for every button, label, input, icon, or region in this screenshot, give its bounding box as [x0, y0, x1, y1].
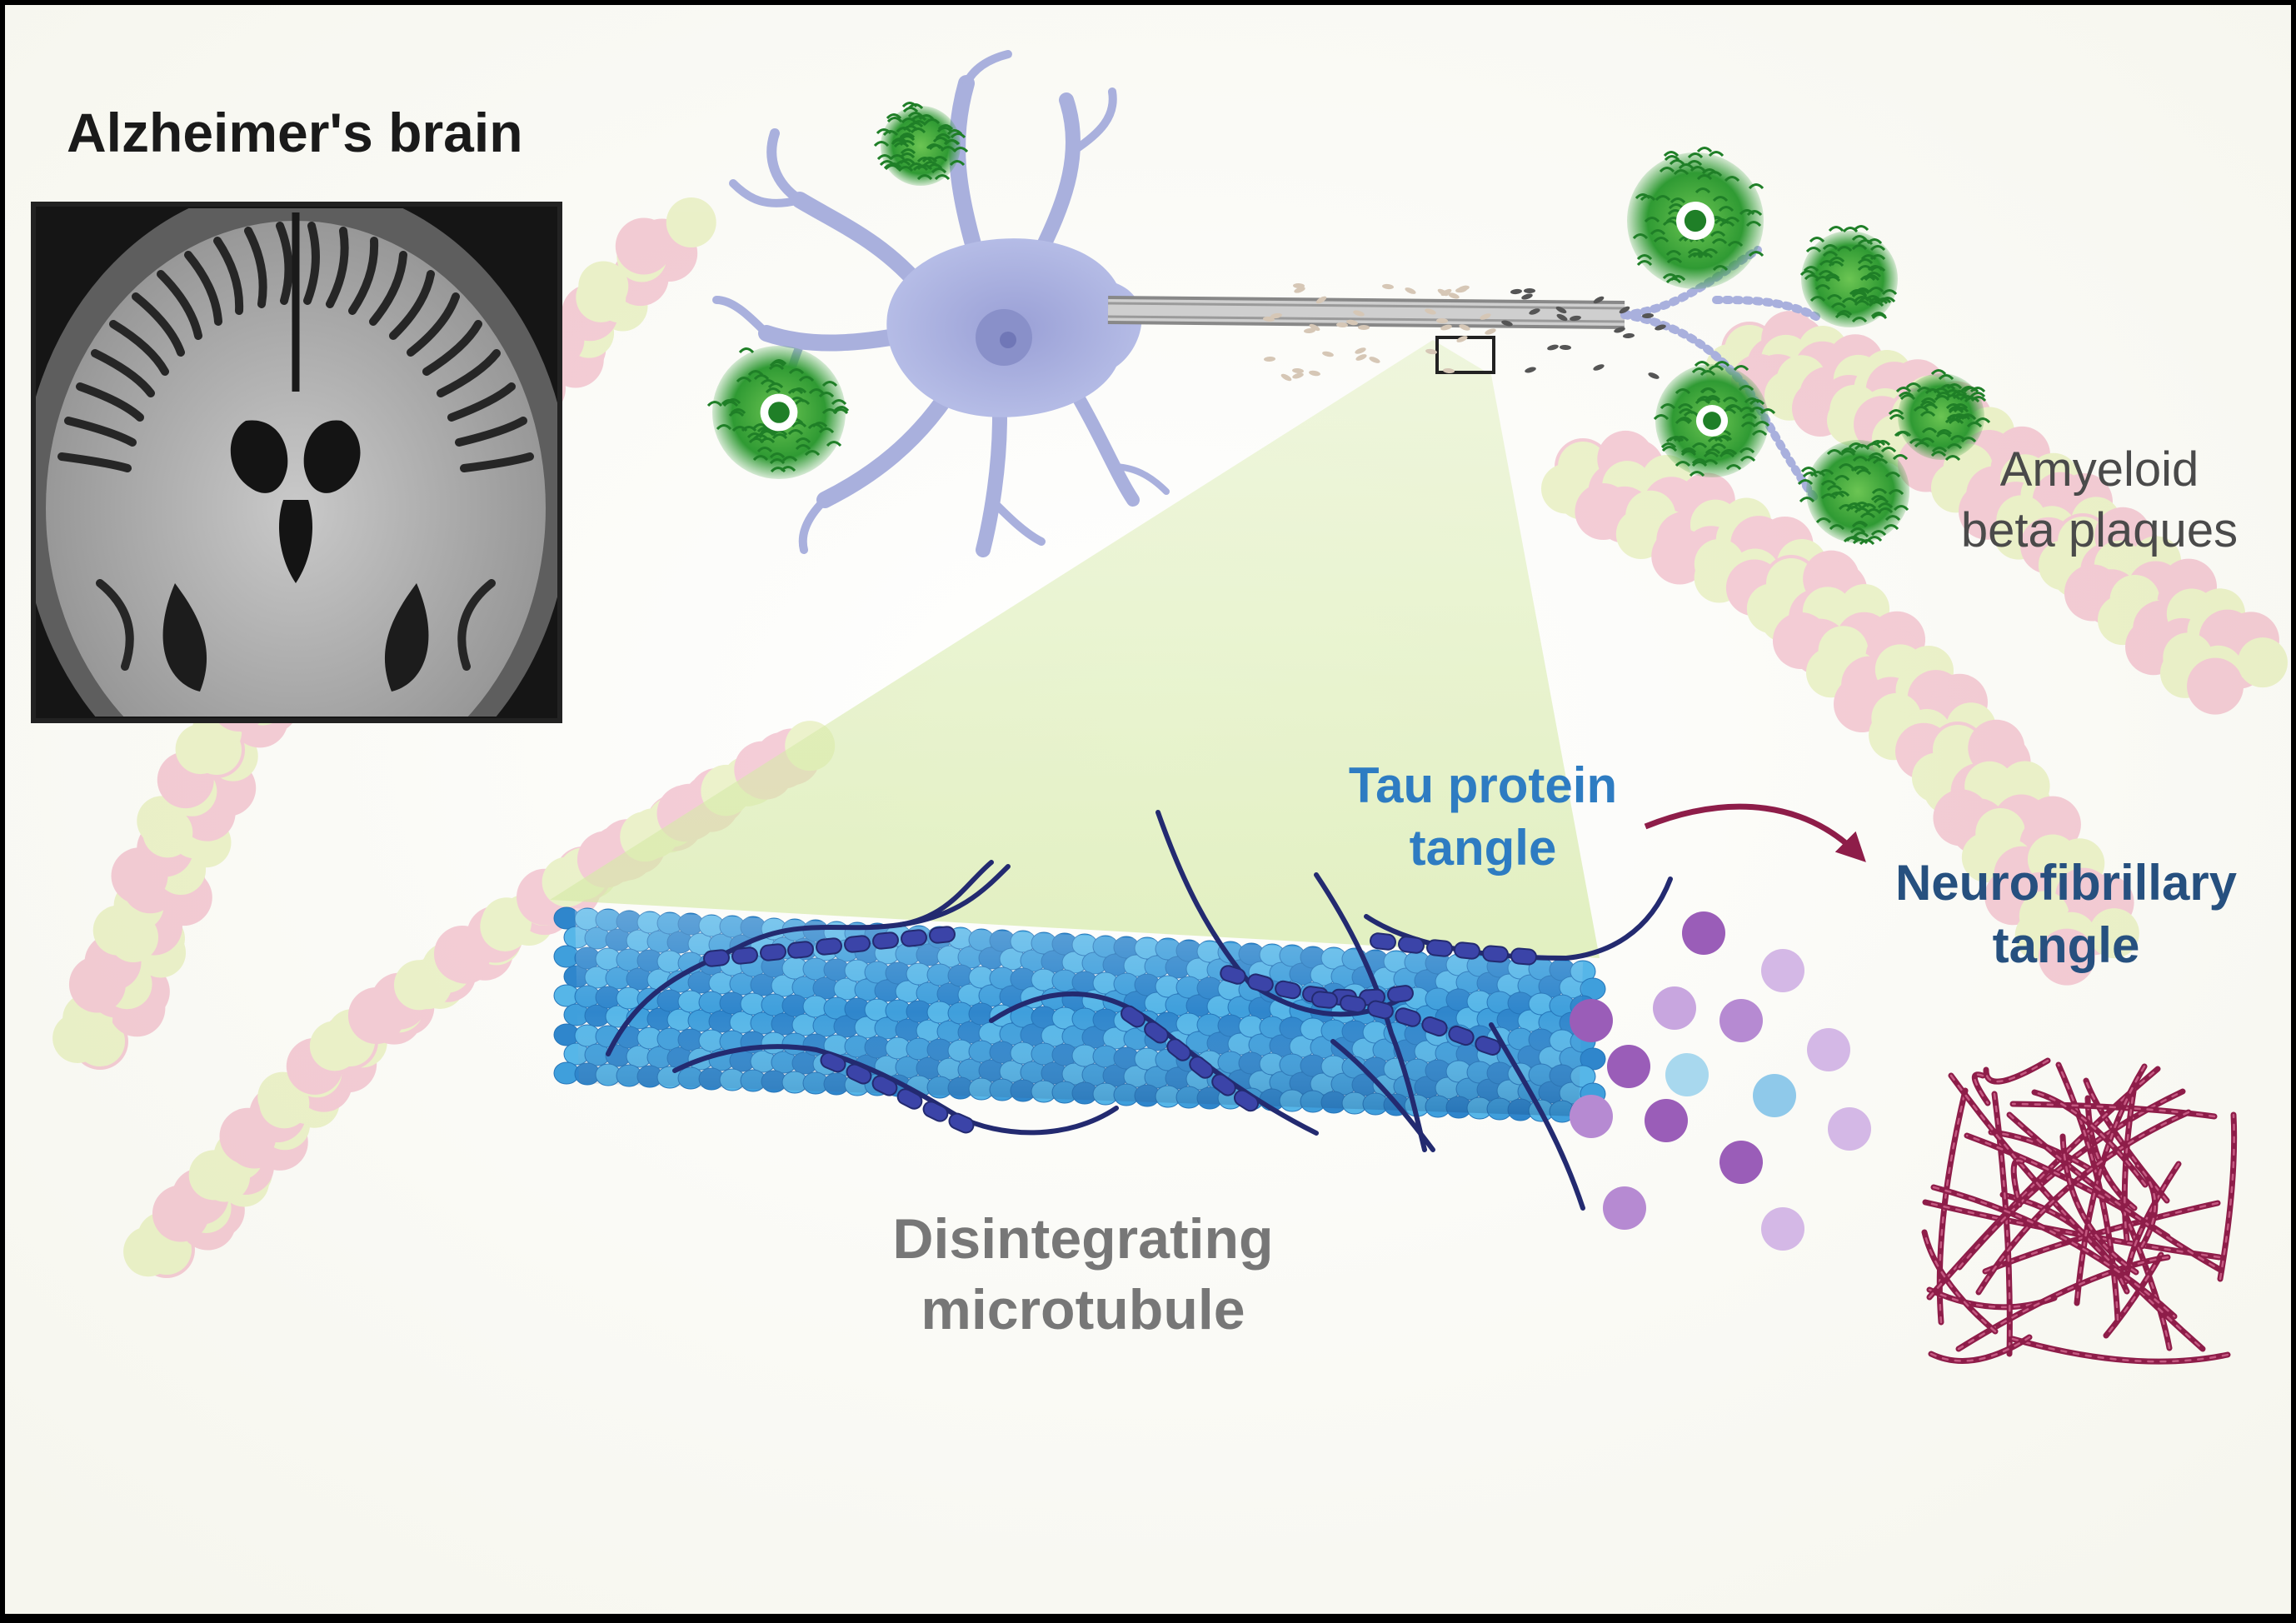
- brain-title: Alzheimer's brain: [67, 98, 523, 167]
- microtubule-label-line2: microtubule: [921, 1278, 1245, 1341]
- brain-mri-image: [31, 202, 562, 723]
- nft-label-line1: Neurofibrillary: [1894, 855, 2238, 911]
- transition-arrow: [1644, 803, 1866, 862]
- tau-label: Tau protein tangle: [1308, 754, 1658, 879]
- amyloid-label-line2: beta plaques: [1960, 502, 2239, 557]
- amyloid-label-line1: Amyeloid: [1999, 442, 2199, 497]
- neuron: [712, 50, 1820, 557]
- tau-fragments: [1570, 911, 1871, 1251]
- brain-title-text: Alzheimer's brain: [67, 102, 523, 163]
- zoom-cone: [550, 340, 1600, 958]
- neurofibrillary-tangle-image: [1921, 1057, 2238, 1365]
- nft-label: Neurofibrillary tangle: [1891, 851, 2241, 976]
- amyloid-label: Amyeloid beta plaques: [1941, 440, 2258, 561]
- tau-label-line1: Tau protein: [1348, 757, 1618, 813]
- microtubule-label-line1: Disintegrating: [892, 1207, 1274, 1271]
- amyloid-beta-plaques: [706, 102, 1991, 546]
- tau-label-line2: tangle: [1409, 820, 1557, 876]
- microtubule: [553, 810, 1673, 1211]
- nft-label-line2: tangle: [1992, 917, 2140, 973]
- microtubule-label: Disintegrating microtubule: [833, 1204, 1333, 1346]
